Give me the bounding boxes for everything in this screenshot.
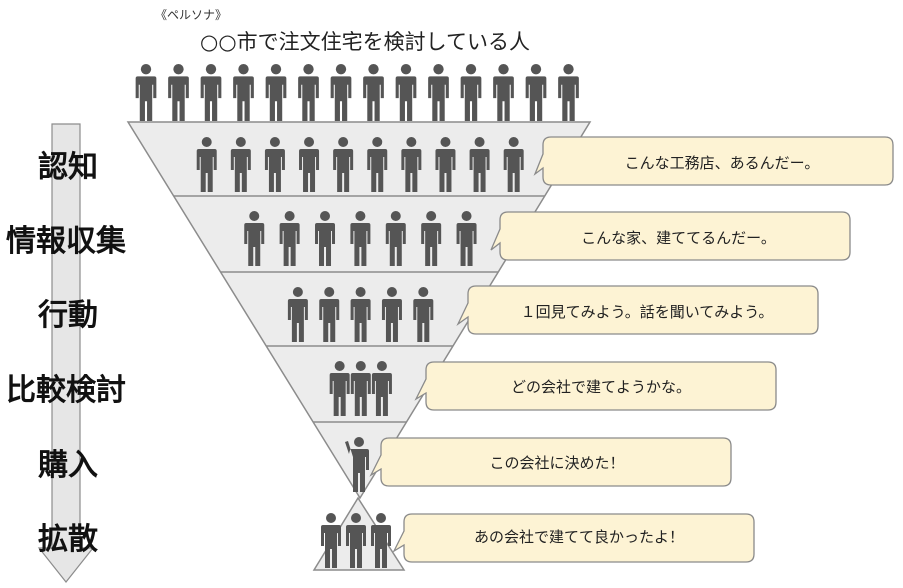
comment-purchase: この会社に決めた！ xyxy=(489,454,625,472)
comment-action: １回見てみよう。話を聞いてみよう。 xyxy=(520,303,774,321)
person-icon xyxy=(395,64,417,121)
person-icon xyxy=(493,64,514,121)
speech-bubble xyxy=(456,285,819,335)
stage-label-information: 情報収集 xyxy=(6,224,126,259)
person-icon xyxy=(460,64,482,121)
person-icon xyxy=(265,64,287,121)
comment-information: こんな家、建ててるんだー。 xyxy=(581,229,776,247)
comment-awareness: こんな工務店、あるんだー。 xyxy=(624,154,820,172)
stage-label-awareness: 認知 xyxy=(38,150,98,185)
flow-arrow xyxy=(37,123,95,583)
person-icon xyxy=(363,64,384,121)
persona-label: 《ペルソナ》 xyxy=(155,8,228,22)
speech-bubble xyxy=(490,211,851,261)
stage-label-spread: 拡散 xyxy=(38,522,98,557)
person-icon xyxy=(330,64,352,121)
persona-title: ○○市で注文住宅を検討している人 xyxy=(200,30,531,54)
person-icon xyxy=(428,64,449,121)
person-icon xyxy=(233,64,254,121)
comment-comparison: どの会社で建てようかな。 xyxy=(510,378,691,396)
speech-bubble xyxy=(414,361,777,411)
person-icon xyxy=(558,64,579,121)
stage-label-action: 行動 xyxy=(38,298,98,333)
person-icon xyxy=(135,64,157,121)
stage-label-purchase: 購入 xyxy=(38,448,98,483)
speech-bubble xyxy=(392,513,755,563)
speech-bubble xyxy=(369,437,732,487)
person-icon xyxy=(200,64,222,121)
person-icon xyxy=(168,64,189,121)
speech-bubble xyxy=(533,136,894,186)
comment-spread: あの会社で建てて良かったよ！ xyxy=(473,528,684,546)
stage-label-comparison: 比較検討 xyxy=(6,373,126,408)
person-icon xyxy=(298,64,319,121)
person-icon xyxy=(525,64,547,121)
